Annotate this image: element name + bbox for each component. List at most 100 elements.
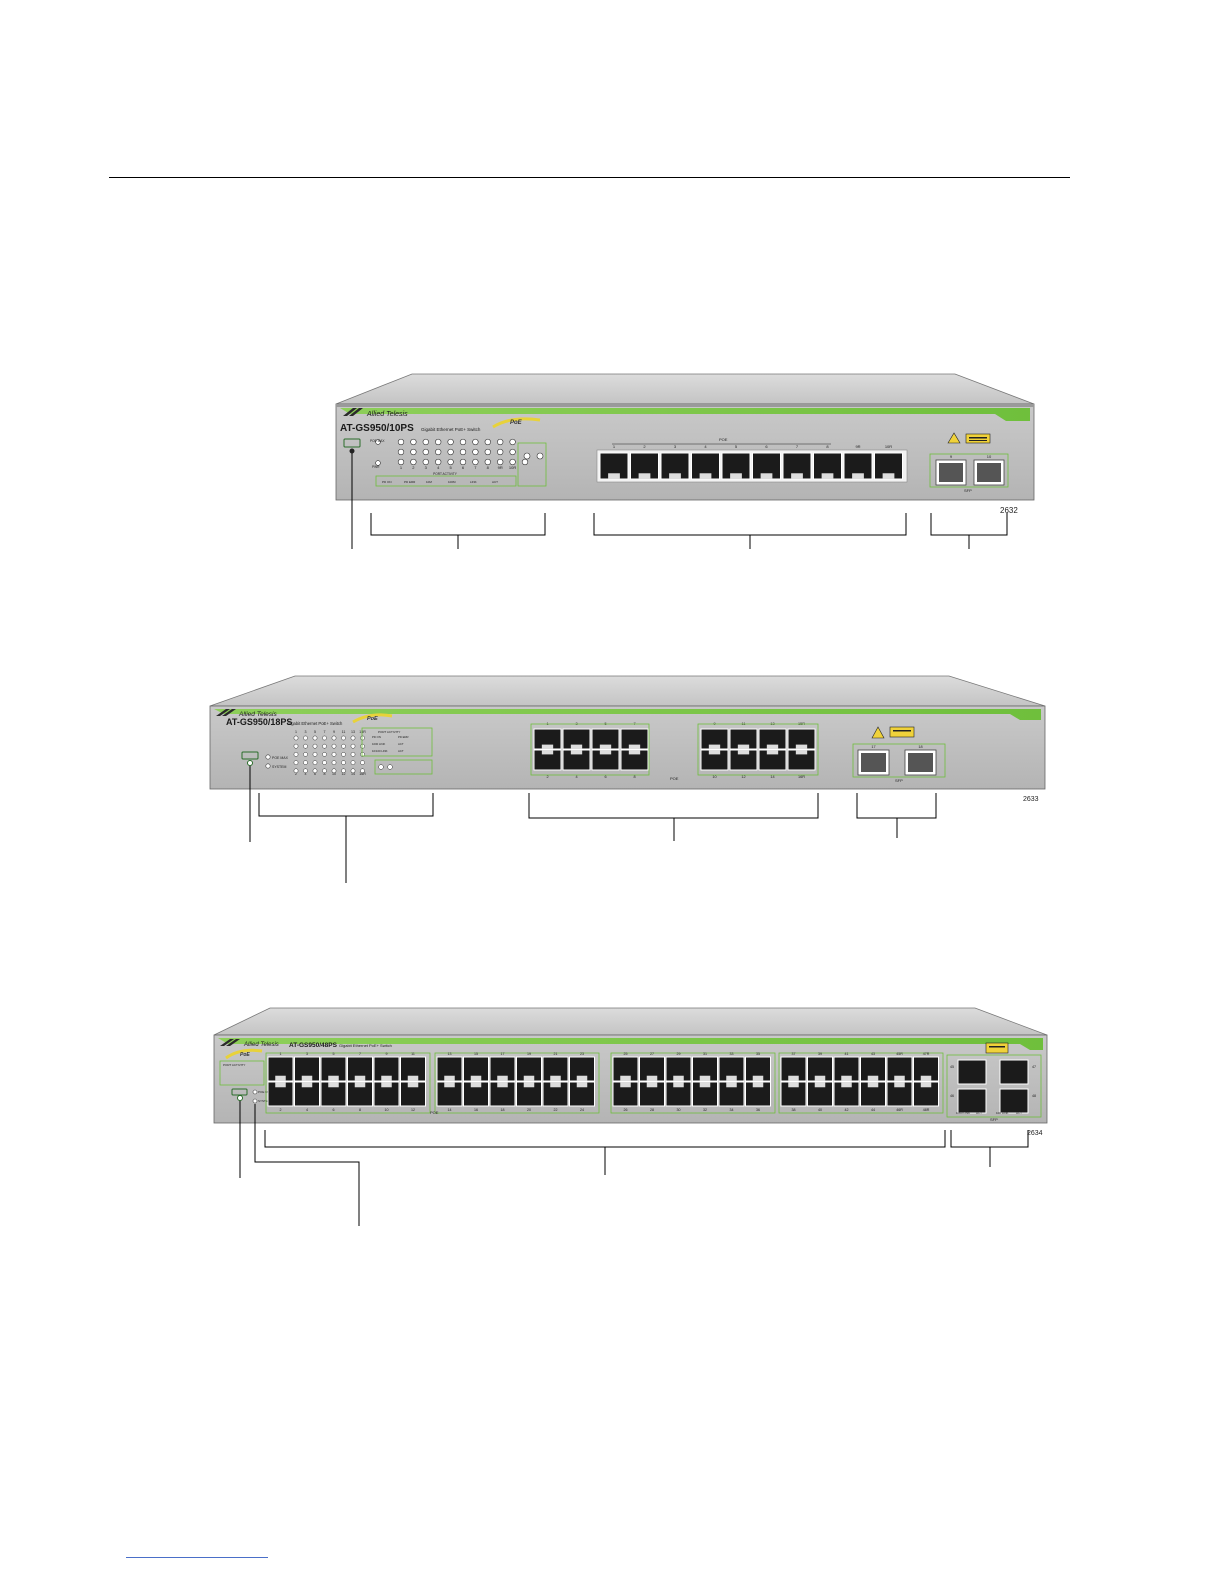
rj45-port[interactable] [813, 452, 842, 480]
rj45-port[interactable] [729, 749, 758, 771]
rj45-port[interactable] [267, 1081, 294, 1107]
rj45-port[interactable] [620, 728, 649, 750]
eco-friendly-button[interactable] [343, 438, 361, 448]
rj45-port[interactable] [780, 1081, 807, 1107]
sfp-port[interactable] [904, 749, 937, 776]
rj45-port[interactable] [320, 1081, 347, 1107]
rj45-port[interactable] [320, 1056, 347, 1082]
status-led [293, 752, 299, 757]
rj45-port[interactable] [700, 749, 729, 771]
rj45-port[interactable] [691, 452, 720, 480]
sfp-port[interactable] [957, 1059, 987, 1085]
rj45-port[interactable] [782, 452, 812, 480]
rj45-port[interactable] [874, 452, 903, 480]
rj45-port[interactable] [542, 1056, 569, 1082]
rj45-port[interactable] [752, 452, 781, 480]
rj45-port[interactable] [400, 1081, 426, 1107]
status-led [459, 448, 467, 456]
system-label: SYSTEM [258, 1099, 271, 1103]
rj45-port[interactable] [639, 1056, 665, 1082]
rj45-port[interactable] [787, 749, 816, 771]
rj45-port[interactable] [542, 1081, 569, 1107]
rj45-port[interactable] [718, 1056, 745, 1082]
rj45-port[interactable] [373, 1056, 400, 1082]
rj45-port[interactable] [692, 1056, 718, 1082]
rj45-port[interactable] [718, 1081, 745, 1107]
status-led [331, 768, 337, 774]
rj45-port[interactable] [267, 1056, 294, 1082]
rj45-port[interactable] [886, 1081, 913, 1107]
switch-top-panel [209, 675, 1046, 707]
sfp-port[interactable] [973, 459, 1005, 486]
rj45-port[interactable] [886, 1056, 913, 1082]
rj45-port[interactable] [591, 728, 620, 750]
rj45-port[interactable] [665, 1081, 692, 1107]
sfp-number-label: 46 [950, 1094, 954, 1098]
rj45-port[interactable] [373, 1081, 400, 1107]
rj45-port[interactable] [639, 1081, 665, 1107]
footer-link-underline[interactable] [126, 1557, 268, 1558]
rj45-port[interactable] [745, 1081, 771, 1107]
led-legend-item: 10/100 LINK [372, 749, 388, 753]
rj45-port[interactable] [533, 749, 562, 771]
rj45-port[interactable] [860, 1081, 886, 1107]
led-port-number: 6 [462, 465, 465, 470]
rj45-port[interactable] [807, 1056, 833, 1082]
rj45-port[interactable] [913, 1081, 939, 1107]
rj45-port[interactable] [569, 1056, 595, 1082]
rj45-port[interactable] [665, 1056, 692, 1082]
rj45-port[interactable] [489, 1056, 516, 1082]
status-led [331, 735, 337, 741]
rj45-port[interactable] [630, 452, 659, 480]
rj45-port[interactable] [562, 728, 591, 750]
sfp-label: SFP [964, 488, 972, 493]
status-led [303, 735, 308, 741]
rj45-port[interactable] [692, 1081, 718, 1107]
rj45-port[interactable] [591, 749, 620, 771]
rj45-port[interactable] [516, 1056, 542, 1082]
rj45-port[interactable] [758, 728, 787, 750]
rj45-port[interactable] [463, 1056, 489, 1082]
rj45-port[interactable] [436, 1056, 463, 1082]
rj45-port[interactable] [913, 1056, 939, 1082]
eco-friendly-button[interactable] [241, 751, 259, 760]
rj45-port[interactable] [436, 1081, 463, 1107]
sfp-port[interactable] [935, 459, 967, 486]
rj45-port[interactable] [516, 1081, 542, 1107]
rj45-port[interactable] [463, 1081, 489, 1107]
rj45-port[interactable] [833, 1056, 860, 1082]
rj45-port[interactable] [660, 452, 690, 480]
rj45-port[interactable] [745, 1056, 771, 1082]
sfp-port[interactable] [857, 749, 890, 776]
rj45-port[interactable] [700, 728, 729, 750]
rj45-port[interactable] [294, 1081, 320, 1107]
rj45-port[interactable] [533, 728, 562, 750]
rj45-port[interactable] [620, 749, 649, 771]
rj45-port[interactable] [612, 1081, 639, 1107]
rj45-port[interactable] [569, 1081, 595, 1107]
rj45-port[interactable] [347, 1056, 373, 1082]
rj45-port[interactable] [400, 1056, 426, 1082]
rj45-port[interactable] [758, 749, 787, 771]
rj45-port[interactable] [780, 1056, 807, 1082]
eco-friendly-button[interactable] [231, 1088, 248, 1096]
rj45-port[interactable] [860, 1056, 886, 1082]
rj45-port[interactable] [347, 1081, 373, 1107]
rj45-port[interactable] [833, 1081, 860, 1107]
rj45-port[interactable] [729, 728, 758, 750]
rj45-port[interactable] [721, 452, 751, 480]
rj45-port[interactable] [489, 1081, 516, 1107]
rj45-port[interactable] [294, 1056, 320, 1082]
rj45-port[interactable] [843, 452, 873, 480]
sfp-port[interactable] [999, 1059, 1029, 1085]
led-port-number: 9R [498, 465, 503, 470]
rj45-port[interactable] [807, 1081, 833, 1107]
status-led [312, 752, 318, 757]
rj45-port[interactable] [787, 728, 816, 750]
status-led [303, 768, 308, 774]
sfp-port[interactable] [999, 1088, 1029, 1114]
rj45-port[interactable] [599, 452, 629, 480]
sfp-port[interactable] [957, 1088, 987, 1114]
rj45-port[interactable] [612, 1056, 639, 1082]
rj45-port[interactable] [562, 749, 591, 771]
